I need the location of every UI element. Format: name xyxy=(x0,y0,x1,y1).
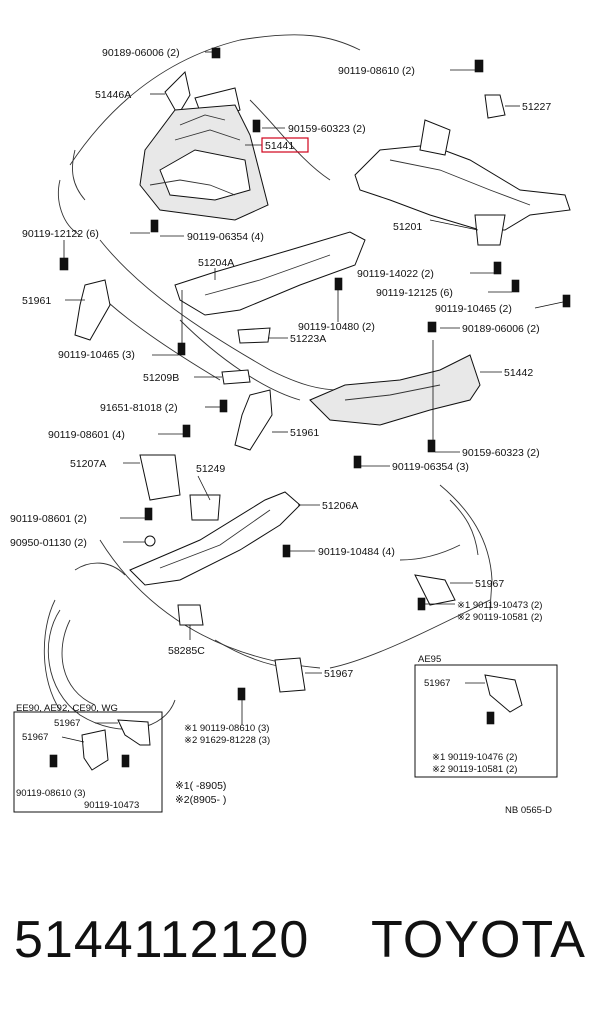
label-90119-08610-3: ※1 90119-08610 (3) xyxy=(184,723,269,734)
label-90119-08601-4: 90119-08601 (4) xyxy=(48,429,125,441)
inset-ee90: EE90, AE92, CE90, WG 51967 51967 90119-0… xyxy=(13,703,163,813)
label-51204A: 51204A xyxy=(198,257,234,269)
inset-ae95-title: AE95 xyxy=(418,654,441,665)
inset-ae95: AE95 51967 ※1 90119-10476 (2) ※2 90119-1… xyxy=(414,654,558,778)
inset-ee90-title: EE90, AE92, CE90, WG xyxy=(16,703,118,714)
footer-brand: TOYOTA xyxy=(371,911,586,969)
crossmember-51201-illustration xyxy=(354,119,571,246)
label-90119-12125: 90119-12125 (6) xyxy=(376,287,453,299)
highlight-box xyxy=(261,137,309,153)
label-51441-highlighted: 51441 xyxy=(265,140,294,152)
label-90119-10465-2: 90119-10465 (2) xyxy=(435,303,512,315)
footer: 5144112120 TOYOTA xyxy=(14,905,586,975)
label-51249: 51249 xyxy=(196,463,225,475)
label-90119-10581: ※2 90119-10581 (2) xyxy=(457,612,542,623)
label-90119-10473: ※1 90119-10473 (2) xyxy=(457,600,542,611)
footer-part-number: 5144112120 xyxy=(14,911,310,969)
reference-code: NB 0565-D xyxy=(505,805,552,816)
label-90119-06354-3: 90119-06354 (3) xyxy=(392,461,469,473)
bolt-glyphs xyxy=(59,47,571,701)
note-2: ※2(8905- ) xyxy=(175,794,226,806)
label-51223A: 51223A xyxy=(290,333,326,345)
label-91629-81228: ※2 91629-81228 (3) xyxy=(184,735,270,746)
label-90119-14022: 90119-14022 (2) xyxy=(357,268,434,280)
label-51446A: 51446A xyxy=(95,89,131,101)
label-58285C: 58285C xyxy=(168,645,205,657)
note-1: ※1( -8905) xyxy=(175,780,226,792)
inset-ae95-label-b: ※1 90119-10476 (2) xyxy=(432,752,517,763)
label-51967-right: 51967 xyxy=(475,578,504,590)
label-51961-center: 51961 xyxy=(290,427,319,439)
label-51227: 51227 xyxy=(522,101,551,113)
label-90159-60323-right: 90159-60323 (2) xyxy=(462,447,540,459)
inset-ee90-label-c: 90119-08610 (3) xyxy=(16,788,86,799)
label-90159-60323: 90159-60323 (2) xyxy=(288,123,366,135)
label-51209B: 51209B xyxy=(143,372,179,384)
label-90119-08601-2: 90119-08601 (2) xyxy=(10,513,87,525)
inset-ae95-label-c: ※2 90119-10581 (2) xyxy=(432,764,517,775)
inset-ee90-label-a: 51967 xyxy=(54,718,80,729)
member-51206A-illustration xyxy=(129,454,301,586)
label-90189-06006: 90189-06006 (2) xyxy=(102,47,180,59)
label-90119-10480: 90119-10480 (2) xyxy=(298,321,375,333)
cover-51442-illustration xyxy=(309,354,481,426)
label-51207A: 51207A xyxy=(70,458,106,470)
label-90119-06354: 90119-06354 (4) xyxy=(187,231,264,243)
bracket-illustrations xyxy=(74,94,506,693)
label-90950-01130: 90950-01130 (2) xyxy=(10,537,87,549)
member-51204A-illustration xyxy=(174,231,366,316)
inset-ee90-label-b: 51967 xyxy=(22,732,48,743)
parts-diagram: 90189-06006 (2) 51446A 90159-60323 (2) 5… xyxy=(10,34,571,816)
label-51206A: 51206A xyxy=(322,500,358,512)
leader-lines xyxy=(63,51,564,725)
label-51967-center: 51967 xyxy=(324,668,353,680)
notes: ※1( -8905) ※2(8905- ) NB 0565-D xyxy=(175,780,552,816)
label-51201: 51201 xyxy=(393,221,422,233)
label-90119-08610: 90119-08610 (2) xyxy=(338,65,415,77)
label-51442: 51442 xyxy=(504,367,533,379)
label-91651-81018: 91651-81018 (2) xyxy=(100,402,178,414)
part-labels: 90189-06006 (2) 51446A 90159-60323 (2) 5… xyxy=(10,47,551,746)
car-body-outline xyxy=(43,34,493,730)
inset-ae95-label-a: 51967 xyxy=(424,678,450,689)
inset-ee90-label-d: 90119-10473 xyxy=(84,800,139,811)
label-90119-10465-3: 90119-10465 (3) xyxy=(58,349,135,361)
label-90189-06006-right: 90189-06006 (2) xyxy=(462,323,540,335)
label-51961-left: 51961 xyxy=(22,295,51,307)
label-90119-10484: 90119-10484 (4) xyxy=(318,546,395,558)
cover-51441-illustration xyxy=(139,70,269,221)
label-90119-12122: 90119-12122 (6) xyxy=(22,228,99,240)
